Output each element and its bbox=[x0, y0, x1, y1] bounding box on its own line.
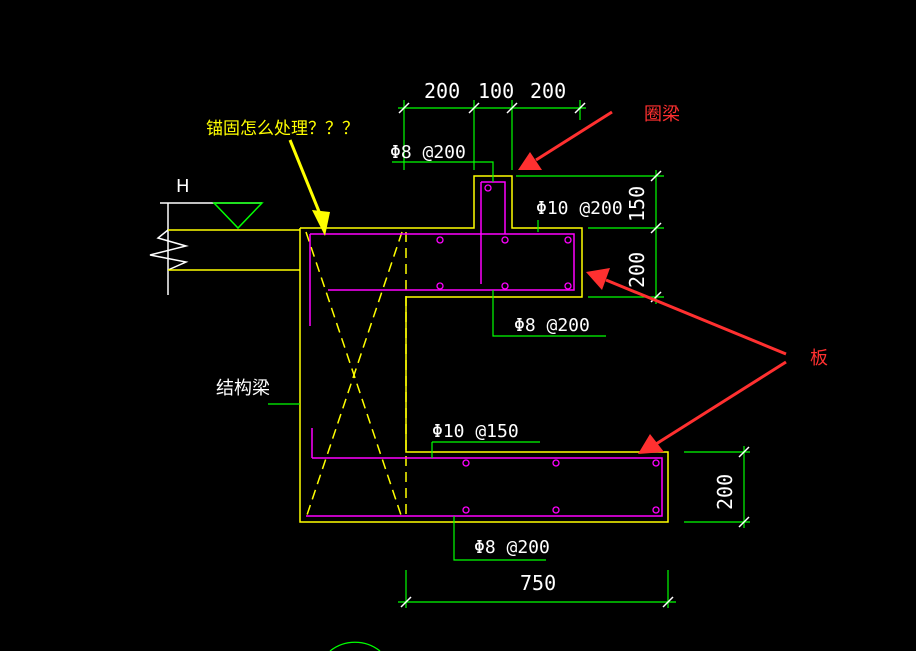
ring-beam-label: 圈梁 bbox=[644, 104, 680, 125]
concrete-outline bbox=[299, 175, 669, 523]
slab-label: 板 bbox=[810, 348, 828, 369]
slab-arrow-lower bbox=[638, 360, 787, 454]
rebar-label-lower-top: Φ10 @150 bbox=[432, 421, 519, 442]
rebar bbox=[306, 181, 663, 517]
dim-lower-right-200: 200 bbox=[713, 474, 737, 510]
leader-lines bbox=[268, 161, 606, 561]
question-label: 锚固怎么处理？？？ bbox=[206, 119, 359, 139]
dimension-ticks bbox=[398, 102, 750, 608]
rebar-label-ring-beam: Φ8 @200 bbox=[390, 142, 466, 163]
rebar-label-upper-bottom: Φ8 @200 bbox=[514, 315, 590, 336]
rebar-label-lower-bottom: Φ8 @200 bbox=[474, 537, 550, 558]
elevation-mark: H bbox=[160, 176, 264, 230]
dim-upper-right-200: 200 bbox=[625, 252, 649, 288]
dimension-lines bbox=[398, 100, 750, 608]
question-arrow bbox=[288, 139, 330, 236]
ring-beam-arrow bbox=[518, 110, 613, 170]
structural-beam-label: 结构梁 bbox=[216, 378, 270, 399]
dim-top-right: 200 bbox=[530, 79, 566, 103]
dim-bottom-750: 750 bbox=[520, 571, 556, 595]
rebar-dots bbox=[436, 184, 660, 514]
existing-slab bbox=[149, 203, 300, 295]
dim-upper-right-150: 150 bbox=[625, 186, 649, 222]
slab-arrow-upper bbox=[586, 268, 787, 356]
dim-top-left: 200 bbox=[424, 79, 460, 103]
dim-top-mid: 100 bbox=[478, 79, 514, 103]
elevation-mark-label: H bbox=[176, 176, 190, 197]
section-circle bbox=[329, 641, 381, 651]
rebar-label-upper-top: Φ10 @200 bbox=[536, 198, 623, 219]
